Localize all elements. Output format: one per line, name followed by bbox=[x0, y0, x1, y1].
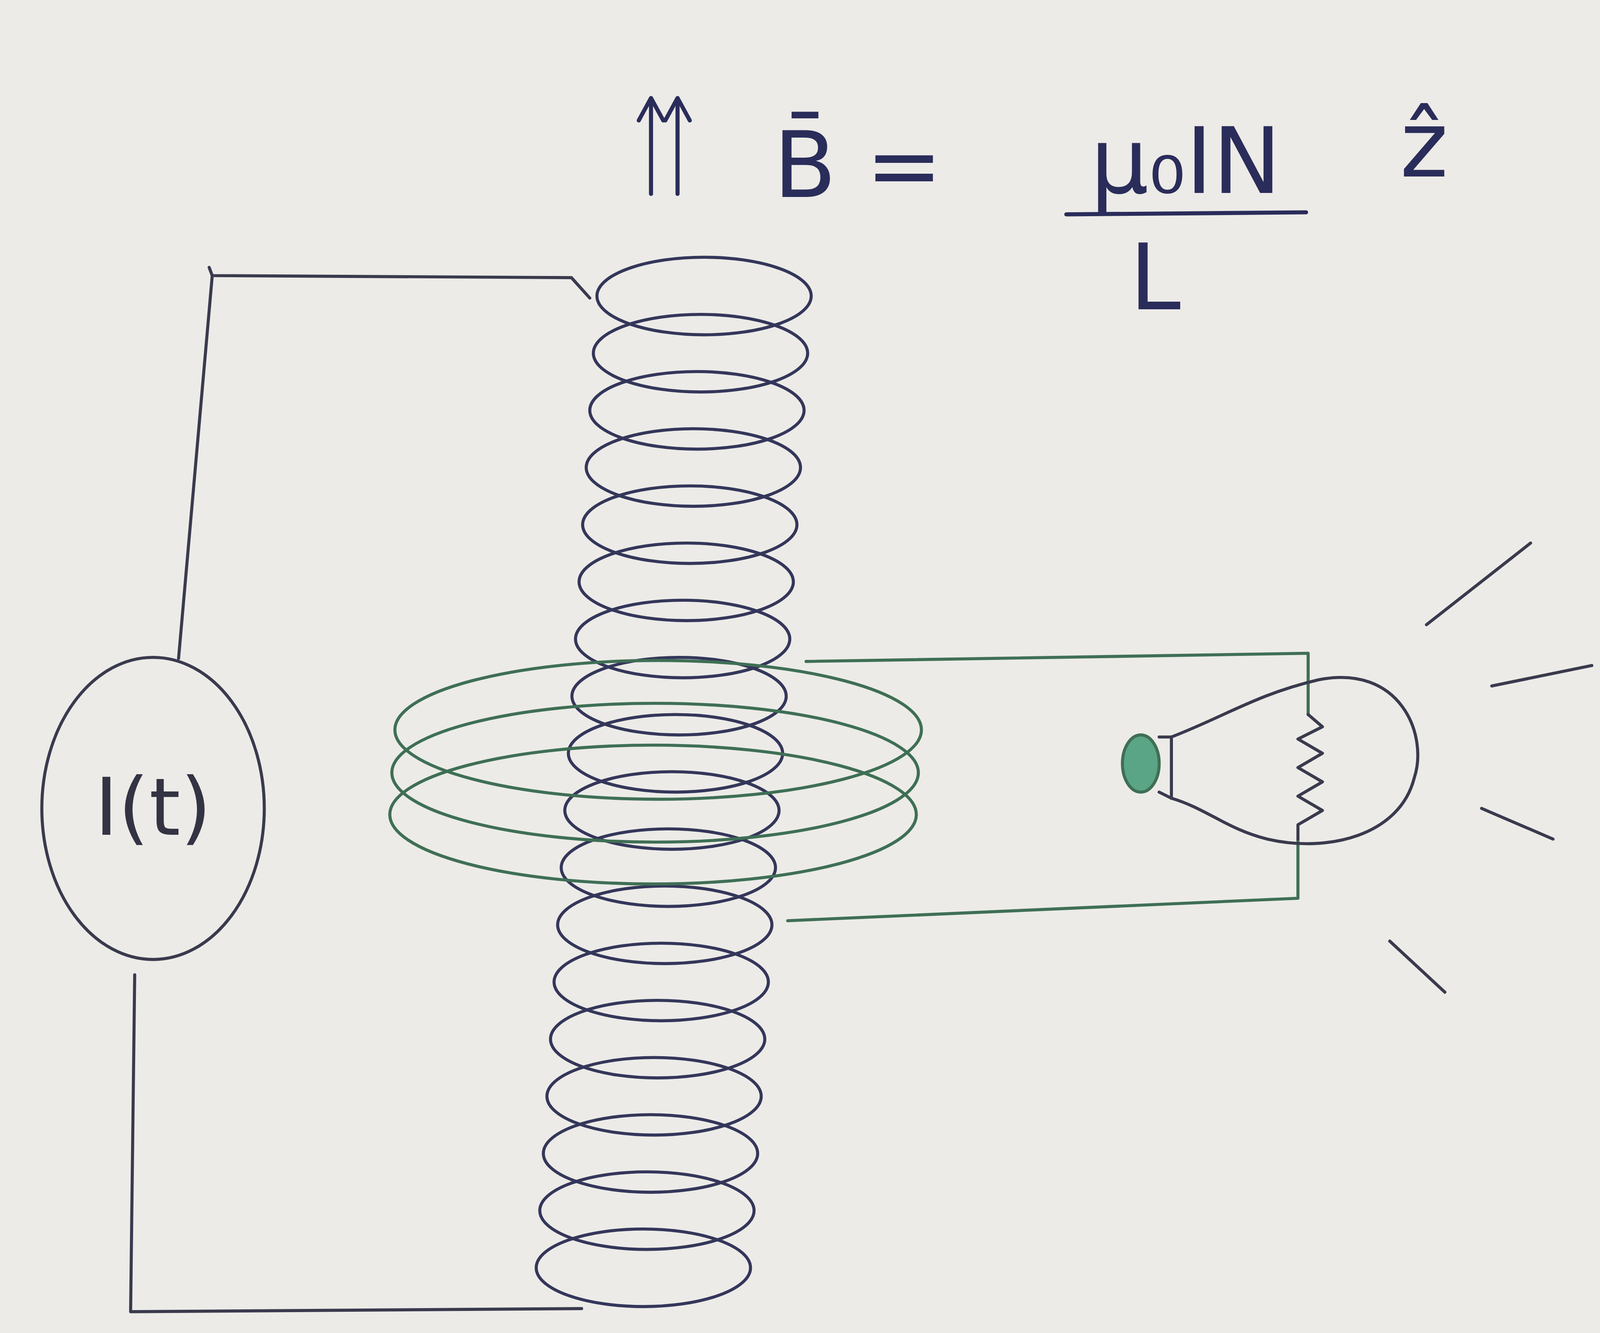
wire bbox=[787, 838, 1298, 921]
wire bbox=[178, 275, 213, 659]
wire bbox=[209, 267, 590, 298]
formula-text: μ₀IN bbox=[1090, 110, 1282, 212]
field-arrows bbox=[638, 97, 1307, 215]
light-ray bbox=[1491, 665, 1592, 686]
formula-text: ẑ bbox=[1399, 93, 1449, 195]
source-label: I(t) bbox=[94, 764, 212, 852]
formula-text: B̄ = bbox=[773, 114, 943, 216]
current-source-circle: I(t) bbox=[39, 655, 267, 962]
light-bulb bbox=[1122, 542, 1592, 993]
light-ray bbox=[1389, 940, 1445, 992]
wire bbox=[806, 653, 1309, 715]
light-ray bbox=[1426, 542, 1531, 625]
fraction-bar bbox=[1066, 212, 1307, 215]
filament bbox=[1298, 714, 1323, 839]
wire bbox=[130, 974, 582, 1312]
solenoid-coil bbox=[536, 257, 812, 1307]
circle-outline bbox=[41, 657, 265, 960]
bulb-base bbox=[1122, 734, 1160, 792]
formula-text: L bbox=[1129, 226, 1181, 328]
light-ray bbox=[1481, 808, 1554, 839]
